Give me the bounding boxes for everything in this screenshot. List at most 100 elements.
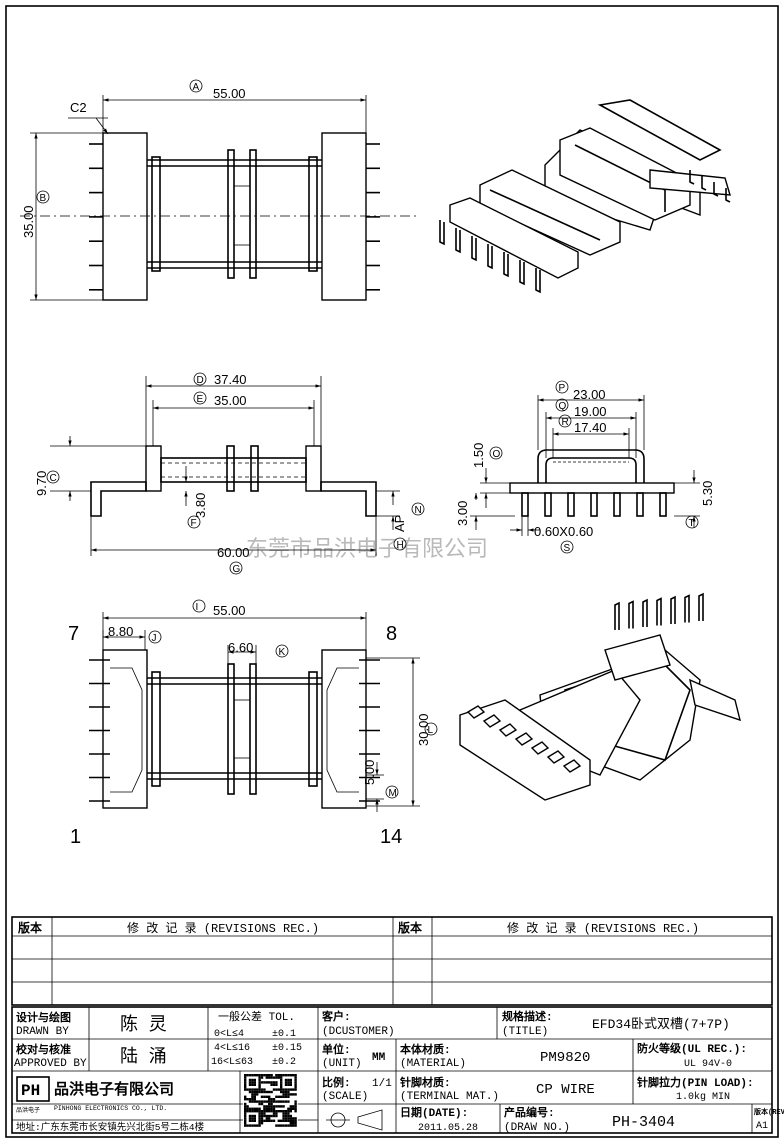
label-ul-cn: 防火等级(UL REC.): <box>637 1041 747 1056</box>
label-unit-en: (UNIT) <box>322 1058 362 1070</box>
balloon-label: N <box>415 505 422 516</box>
tol-val-2: ±0.15 <box>272 1043 302 1054</box>
label-material-en: (MATERIAL) <box>400 1058 466 1070</box>
iso-pin <box>535 268 541 294</box>
dim-front-ap: AP <box>392 515 407 532</box>
label-pinload-cn: 针脚拉力(PIN LOAD): <box>637 1075 754 1090</box>
iso-pin-pad <box>514 732 534 746</box>
label-designed-en: DRAWN BY <box>16 1026 69 1038</box>
label-approved-cn: 校对与核准 <box>16 1042 71 1057</box>
tol-range-2: 4<L≤16 <box>214 1043 250 1054</box>
front-view: 37.40 35.00 9.70 3.80 AP 60.00 <box>34 372 407 560</box>
bottom-view: 55.00 8.80 6.60 30.00 5.00 7 8 1 14 <box>68 603 431 848</box>
scale-value: 1/1 <box>372 1078 392 1090</box>
dim-side-h2: 3.00 <box>455 501 470 526</box>
iso-pin-pad <box>466 705 486 719</box>
revisions-table: 版本 修 改 记 录 (REVISIONS REC.) 版本 修 改 记 录 (… <box>11 916 773 1006</box>
label-scale-cn: 比例: <box>322 1075 351 1090</box>
drawno-value: PH-3404 <box>612 1114 675 1131</box>
iso-pin-pad <box>498 723 518 737</box>
company-name-en: PINHONG ELECTRONICS CO., LTD. <box>54 1105 167 1112</box>
dim-top-width: 55.00 <box>213 86 246 101</box>
pin-number-14: 14 <box>380 826 402 848</box>
label-drawno-en: (DRAW NO.) <box>504 1122 570 1134</box>
designer-name: 陈 灵 <box>120 1014 167 1036</box>
label-material-cn: 本体材质: <box>400 1042 451 1057</box>
iso-pin <box>503 252 509 278</box>
iso-pin <box>471 236 477 262</box>
side-pin <box>659 492 667 517</box>
company-logo-subtext: 品洪电子 <box>16 1106 40 1114</box>
balloon-r <box>558 414 572 428</box>
balloon-label: C <box>50 473 57 484</box>
rev-col-version-2: 版本 <box>398 920 422 936</box>
iso-pin <box>701 176 707 191</box>
tol-val-1: ±0.1 <box>272 1029 296 1040</box>
date-value: 2011.05.28 <box>418 1123 478 1134</box>
iso-pin <box>487 244 493 270</box>
side-pin <box>521 492 529 517</box>
balloon-label: H <box>397 540 404 551</box>
approver-name: 陆 涌 <box>120 1046 167 1068</box>
tol-val-3: ±0.2 <box>272 1057 296 1068</box>
balloon-label: R <box>562 417 569 428</box>
label-title-en: (TITLE) <box>502 1026 548 1038</box>
iso-pin <box>628 600 634 629</box>
rev-value: A1 <box>756 1121 768 1132</box>
dim-bottom-width: 55.00 <box>213 603 246 618</box>
dim-bottom-pitch-c: 5.00 <box>362 760 377 785</box>
dim-bottom-height: 30.00 <box>416 713 431 746</box>
drawing-frame <box>5 5 779 1138</box>
balloon-q <box>555 398 569 412</box>
balloon-label: K <box>279 647 286 658</box>
iso-pin <box>725 188 731 203</box>
iso-pin <box>698 592 704 621</box>
balloon-i <box>192 599 206 613</box>
side-view: 23.00 19.00 17.40 1.50 3.00 5.30 0.60X0.… <box>455 387 715 539</box>
terminal-value: CP WIRE <box>536 1082 595 1098</box>
pin-number-1: 1 <box>70 826 81 848</box>
balloon-n <box>411 502 425 516</box>
balloon-label: L <box>428 725 434 736</box>
balloon-a <box>189 79 203 93</box>
watermark: 东莞市品洪电子有限公司 <box>246 537 488 562</box>
dim-front-pin-len: 3.80 <box>193 493 208 518</box>
tol-range-1: 0<L≤4 <box>214 1029 244 1040</box>
iso-pin <box>713 182 719 197</box>
ul-value: UL 94V-0 <box>684 1059 732 1070</box>
balloon-label: F <box>191 518 197 529</box>
iso-pin <box>689 170 695 185</box>
balloon-label: M <box>389 788 397 799</box>
pinload-value: 1.0kg MIN <box>676 1091 730 1103</box>
company-name-cn: 品洪电子有限公司 <box>54 1080 174 1099</box>
balloon-label: Q <box>559 401 567 412</box>
label-scale-en: (SCALE) <box>322 1091 368 1103</box>
iso-pin <box>455 228 461 254</box>
dim-front-height: 9.70 <box>34 471 49 496</box>
label-customer-en: (DCUSTOMER) <box>322 1026 395 1038</box>
balloon-label: B <box>40 193 47 204</box>
balloon-d <box>193 372 207 386</box>
company-logo-text: PH <box>21 1082 40 1100</box>
iso-pin-pad <box>546 750 566 764</box>
balloon-label: E <box>197 394 204 405</box>
tol-range-3: 16<L≤63 <box>211 1057 253 1068</box>
label-terminal-en: (TERMINAL MAT.) <box>400 1091 499 1103</box>
rev-col-record: 修 改 记 录 (REVISIONS REC.) <box>127 920 319 936</box>
dim-front-width-inner: 35.00 <box>214 393 247 408</box>
label-title-cn: 规格描述: <box>502 1009 553 1024</box>
dim-side-h3: 5.30 <box>700 481 715 506</box>
balloon-p <box>555 380 569 394</box>
side-pin <box>567 492 575 517</box>
balloon-j <box>148 630 162 644</box>
balloon-k <box>275 644 289 658</box>
dim-bottom-pitch-a: 8.80 <box>108 624 133 639</box>
dim-chamfer: C2 <box>70 100 87 115</box>
balloon-s <box>560 540 574 554</box>
isometric-view-bottom <box>459 592 741 801</box>
iso-pin <box>439 220 445 246</box>
qr-code <box>243 1073 298 1128</box>
iso-pin-pad <box>530 741 550 755</box>
